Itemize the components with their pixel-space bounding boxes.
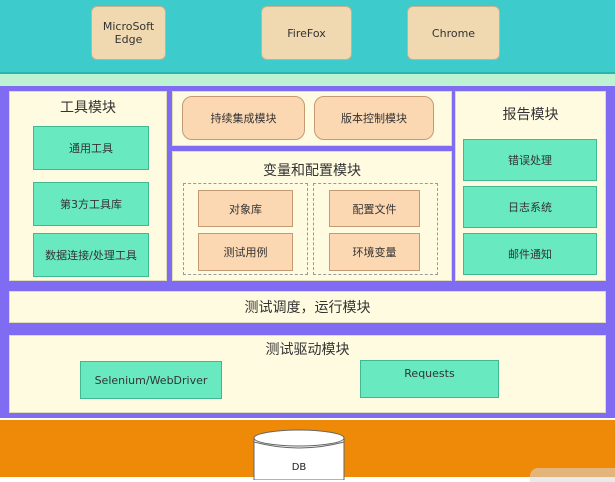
version-control-module-box: 版本控制模块 [314,96,434,140]
selenium-webdriver-box: Selenium/WebDriver [80,361,222,399]
browser-chrome-box: Chrome [407,6,500,60]
config-left-group [183,183,308,275]
corner-decoration [530,468,615,482]
config-module-title: 变量和配置模块 [263,163,361,179]
test-cases-box: 测试用例 [198,233,293,271]
database-label: DB [291,462,307,473]
tools-item-data-connection: 数据连接/处理工具 [33,233,149,277]
config-right-group [313,183,438,275]
scheduler-module-bar: 测试调度，运行模块 [9,291,606,323]
tools-item-general: 通用工具 [33,126,149,170]
driver-module-title: 测试驱动模块 [265,342,350,358]
report-item-logging: 日志系统 [463,186,597,228]
database-cylinder-icon [253,429,345,480]
object-library-box: 对象库 [198,190,293,227]
tools-module-title: 工具模块 [60,100,116,116]
report-module-title: 报告模块 [502,107,559,123]
browser-firefox-box: FireFox [261,6,352,60]
browser-edge-box: MicroSoft Edge [91,6,166,60]
env-variables-box: 环境变量 [329,233,420,271]
requests-box: Requests [360,360,499,398]
ci-module-box: 持续集成模块 [182,96,305,140]
report-item-email: 邮件通知 [463,233,597,275]
config-files-box: 配置文件 [329,190,420,227]
separator-strip [0,74,615,86]
report-item-error-handling: 错误处理 [463,139,597,181]
tools-item-third-party: 第3方工具库 [33,182,149,226]
